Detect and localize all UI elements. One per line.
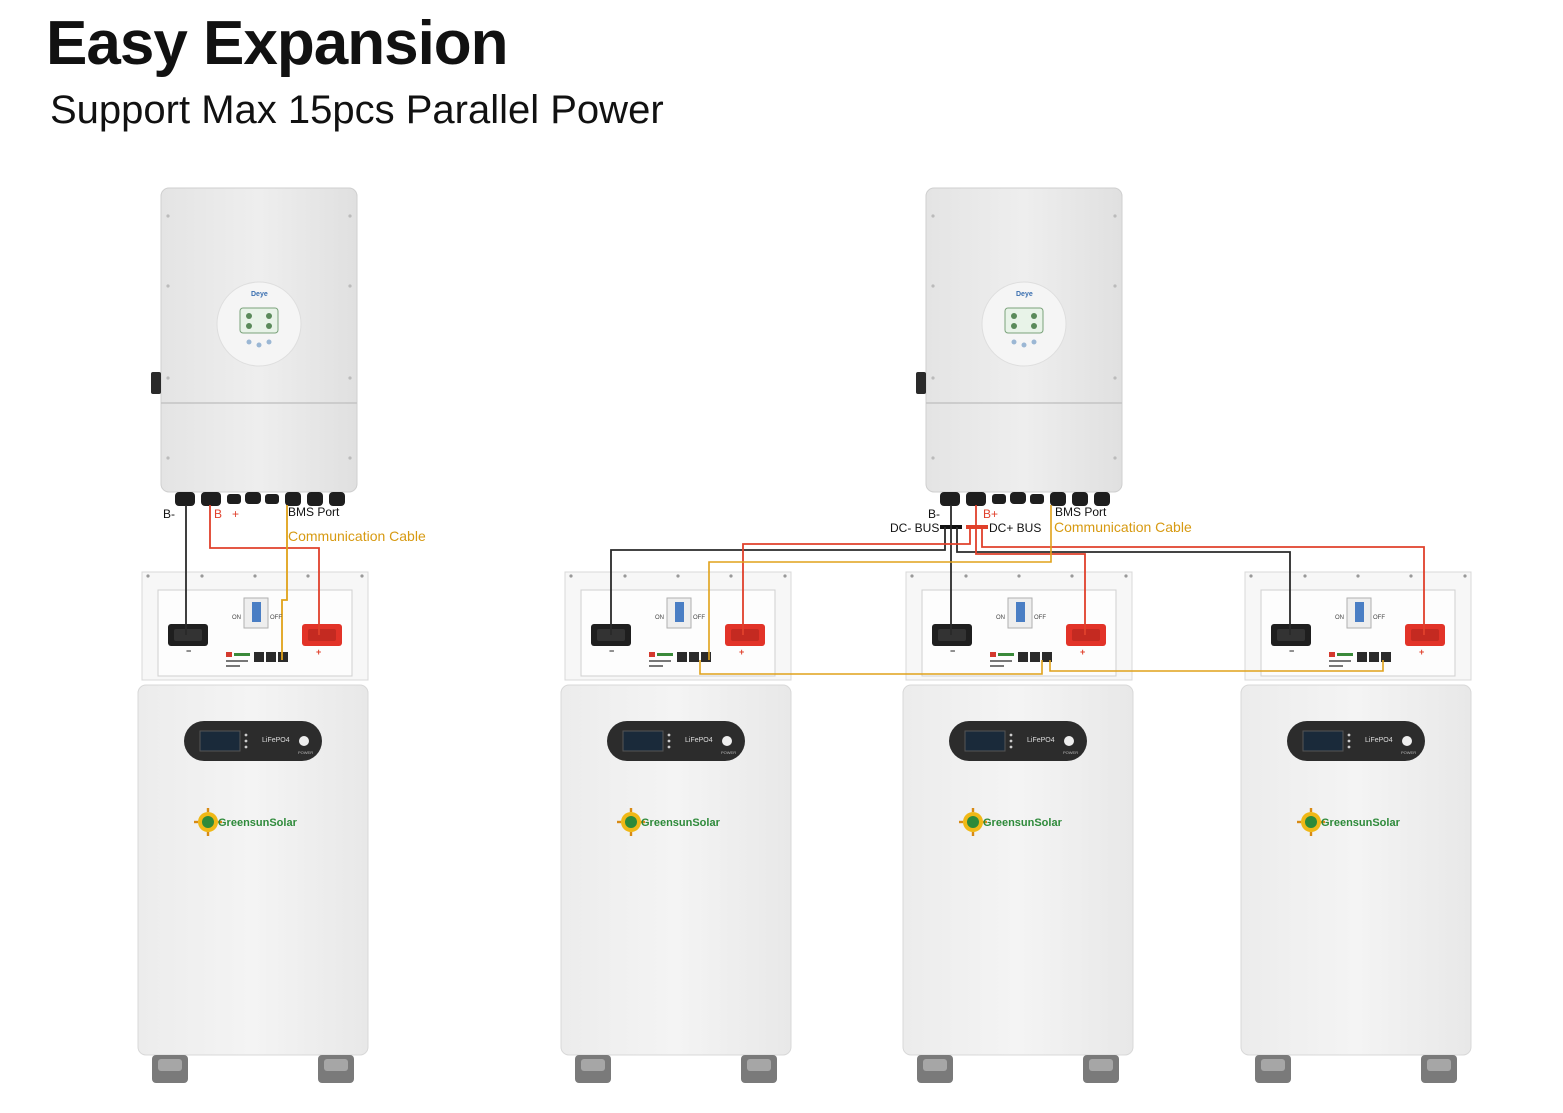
left-positive-cable	[209, 505, 320, 635]
box3-minus-label: −	[1289, 646, 1294, 656]
dc-plus-bus-label: DC+ BUS	[989, 521, 1041, 535]
left-cables	[185, 505, 320, 660]
box1-off-label: OFF	[693, 615, 705, 621]
right-b-plus-label: B+	[983, 507, 998, 521]
box1-on-label: ON	[655, 615, 664, 621]
left-inverter-brand: Deye	[251, 291, 268, 298]
left-inverter	[150, 187, 358, 507]
left-b-minus-label: B-	[163, 507, 175, 521]
box1-plus-label: +	[739, 647, 744, 657]
dc-plus-bus-bar	[966, 525, 988, 529]
cab3-lifepo4-label: LiFePO4	[1365, 737, 1393, 744]
box3-on-label: ON	[1335, 615, 1344, 621]
cab0-power-label: POWER	[298, 750, 313, 755]
battery-box-3	[1244, 571, 1472, 681]
right-bms-port-label: BMS Port	[1055, 505, 1107, 519]
cab3-power-label: POWER	[1401, 750, 1416, 755]
right-inverter	[915, 187, 1123, 507]
cab1-power-label: POWER	[721, 750, 736, 755]
cab1-logo-text: GreensunSolar	[641, 817, 721, 829]
page-subtitle: Support Max 15pcs Parallel Power	[50, 88, 664, 132]
box0-off-label: OFF	[270, 615, 282, 621]
left-bms-port-label: BMS Port	[288, 505, 340, 519]
cab1-lifepo4-label: LiFePO4	[685, 737, 713, 744]
left-battery-box	[141, 571, 369, 681]
left-battery-cabinet	[137, 684, 369, 1084]
left-plus-label: +	[232, 507, 239, 521]
left-communication-cable-label: Communication Cable	[288, 528, 426, 544]
left-communication-cable	[281, 505, 288, 660]
battery-box-1	[564, 571, 792, 681]
box1-minus-label: −	[609, 646, 614, 656]
cab2-lifepo4-label: LiFePO4	[1027, 737, 1055, 744]
right-communication-cables	[699, 505, 1384, 675]
box3-plus-label: +	[1419, 647, 1424, 657]
battery-cabinet-1	[560, 684, 792, 1084]
right-negative-cables	[610, 505, 1291, 635]
cab3-logo-text: GreensunSolar	[1321, 817, 1401, 829]
box0-plus-label: +	[316, 647, 321, 657]
battery-cabinet-3	[1240, 684, 1472, 1084]
cab2-logo-text: GreensunSolar	[983, 817, 1063, 829]
right-communication-cable-label: Communication Cable	[1054, 519, 1192, 535]
battery-box-2	[905, 571, 1133, 681]
cab0-lifepo4-label: LiFePO4	[262, 737, 290, 744]
box0-on-label: ON	[232, 615, 241, 621]
left-b-label: B	[214, 507, 222, 521]
cab2-power-label: POWER	[1063, 750, 1078, 755]
box2-plus-label: +	[1080, 647, 1085, 657]
right-b-minus-label: B-	[928, 507, 940, 521]
box0-minus-label: −	[186, 646, 191, 656]
battery-cabinet-2	[902, 684, 1134, 1084]
cab0-logo-text: GreensunSolar	[218, 817, 298, 829]
box2-off-label: OFF	[1034, 615, 1046, 621]
right-inverter-brand: Deye	[1016, 291, 1033, 298]
box2-on-label: ON	[996, 615, 1005, 621]
box2-minus-label: −	[950, 646, 955, 656]
page-title: Easy Expansion	[46, 9, 509, 78]
dc-minus-bus-label: DC- BUS	[890, 521, 939, 535]
right-positive-cables	[742, 505, 1425, 635]
box3-off-label: OFF	[1373, 615, 1385, 621]
